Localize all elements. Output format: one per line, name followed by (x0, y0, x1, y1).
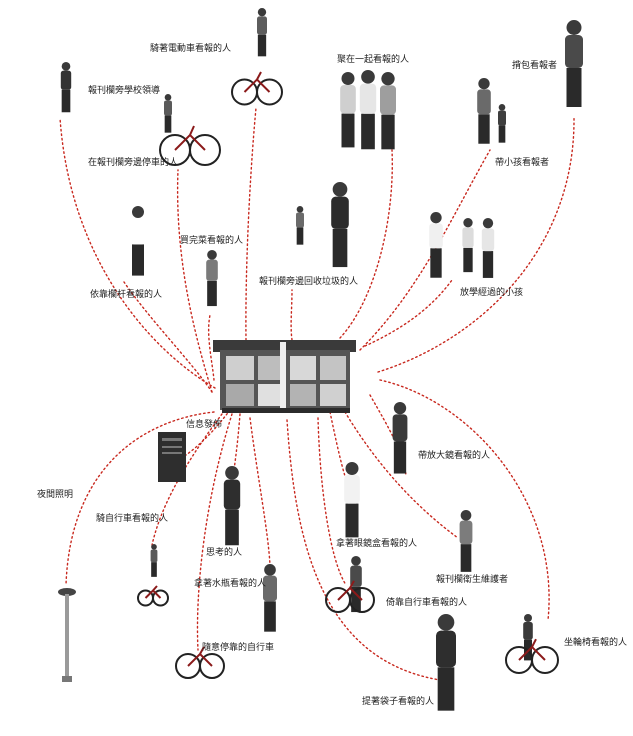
ebike-rider-figure (257, 8, 267, 57)
link-wheelchair (379, 379, 550, 621)
gathered-person-1 (340, 72, 356, 148)
parked-scooter-icon (159, 125, 221, 166)
label-ebike-reader: 騎著電動車看報的人 (150, 44, 232, 54)
link-random-bike (196, 413, 233, 651)
street-lamp-icon (58, 588, 76, 682)
label-random-bike: 隨意停靠的自行車 (202, 643, 275, 653)
label-water-cup: 拿著水瓶看報的人 (194, 579, 267, 589)
railing-figure (130, 206, 146, 276)
garbage-standing-figure (331, 182, 349, 268)
gathered-person-2 (359, 70, 377, 150)
bag-carrier-figure (436, 614, 456, 711)
label-garbage: 報刊欄旁邊回收垃圾的人 (259, 277, 359, 287)
label-bag-carrier: 提著袋子看報的人 (362, 697, 435, 707)
student-figure-1 (429, 212, 443, 278)
label-maintainer: 報刊欄衛生維護者 (436, 575, 509, 585)
label-school-leader: 報刊欄旁學校領導 (88, 86, 161, 96)
link-info (185, 409, 231, 456)
link-gathered (339, 149, 393, 339)
label-glasses-case: 拿著眼鏡盒看報的人 (336, 539, 418, 549)
student-figure-2 (462, 218, 474, 273)
link-school-leader (59, 117, 216, 389)
link-backpack (377, 117, 575, 373)
label-railing: 依靠欄杆看報的人 (90, 290, 163, 300)
gathered-person-3 (380, 72, 396, 150)
label-backpack: 揹包看報者 (512, 61, 558, 71)
link-students (364, 279, 453, 347)
link-night-light (65, 411, 215, 586)
thinking-figure (223, 466, 241, 546)
link-water-cup (249, 417, 271, 566)
label-info: 信息發佈 (186, 420, 223, 430)
link-groceries (207, 314, 215, 381)
info-board-icon (158, 432, 186, 482)
link-ebike (245, 107, 257, 341)
parked-rider-figure (164, 94, 172, 133)
label-gathered: 聚在一起看報的人 (337, 55, 410, 65)
grocery-figure (206, 250, 218, 307)
label-thinking: 思考的人 (206, 548, 243, 558)
link-maintainer (344, 411, 459, 539)
glasses-case-figure (344, 462, 360, 538)
maintainer-figure (459, 509, 473, 572)
adult-with-kid-figure (477, 78, 491, 144)
electric-scooter-icon (231, 71, 283, 106)
label-parked: 在報刊欄旁邊停車的人 (88, 158, 179, 168)
lean-bike-icon (325, 580, 375, 613)
water-cup-figure (263, 564, 277, 632)
label-groceries: 買完菜看報的人 (180, 236, 244, 246)
link-thinking (233, 413, 241, 471)
cyclist-bike-icon (137, 585, 169, 607)
backpack-reader-figure (565, 20, 583, 107)
wheelchair-icon (505, 638, 559, 674)
link-parked (176, 169, 213, 393)
label-wheelchair: 坐輪椅看報的人 (564, 638, 628, 648)
random-bike-icon (175, 646, 225, 679)
link-garbage (290, 289, 293, 341)
link-bag-carrier (286, 419, 441, 681)
link-lean-bike (317, 417, 347, 586)
label-students: 放學經過的小孩 (460, 288, 524, 298)
link-bike-reader (151, 413, 223, 546)
newsstand-kiosk-icon (213, 340, 356, 413)
school-leader-figure (60, 62, 72, 113)
label-lean-bike: 倚靠自行車看報的人 (386, 598, 468, 608)
label-night-light: 夜間照明 (37, 490, 74, 500)
label-magnifier: 帶放大鏡看報的人 (418, 451, 491, 461)
link-railing (123, 281, 213, 393)
label-with-kids: 帶小孩看報者 (495, 158, 550, 168)
label-bike-reader: 騎自行車看報的人 (96, 514, 169, 524)
student-figure-3 (481, 218, 495, 278)
magnifier-figure (392, 402, 408, 474)
garbage-collector-figure (296, 206, 304, 245)
kid-figure (498, 104, 506, 143)
cyclist-figure (150, 544, 158, 577)
